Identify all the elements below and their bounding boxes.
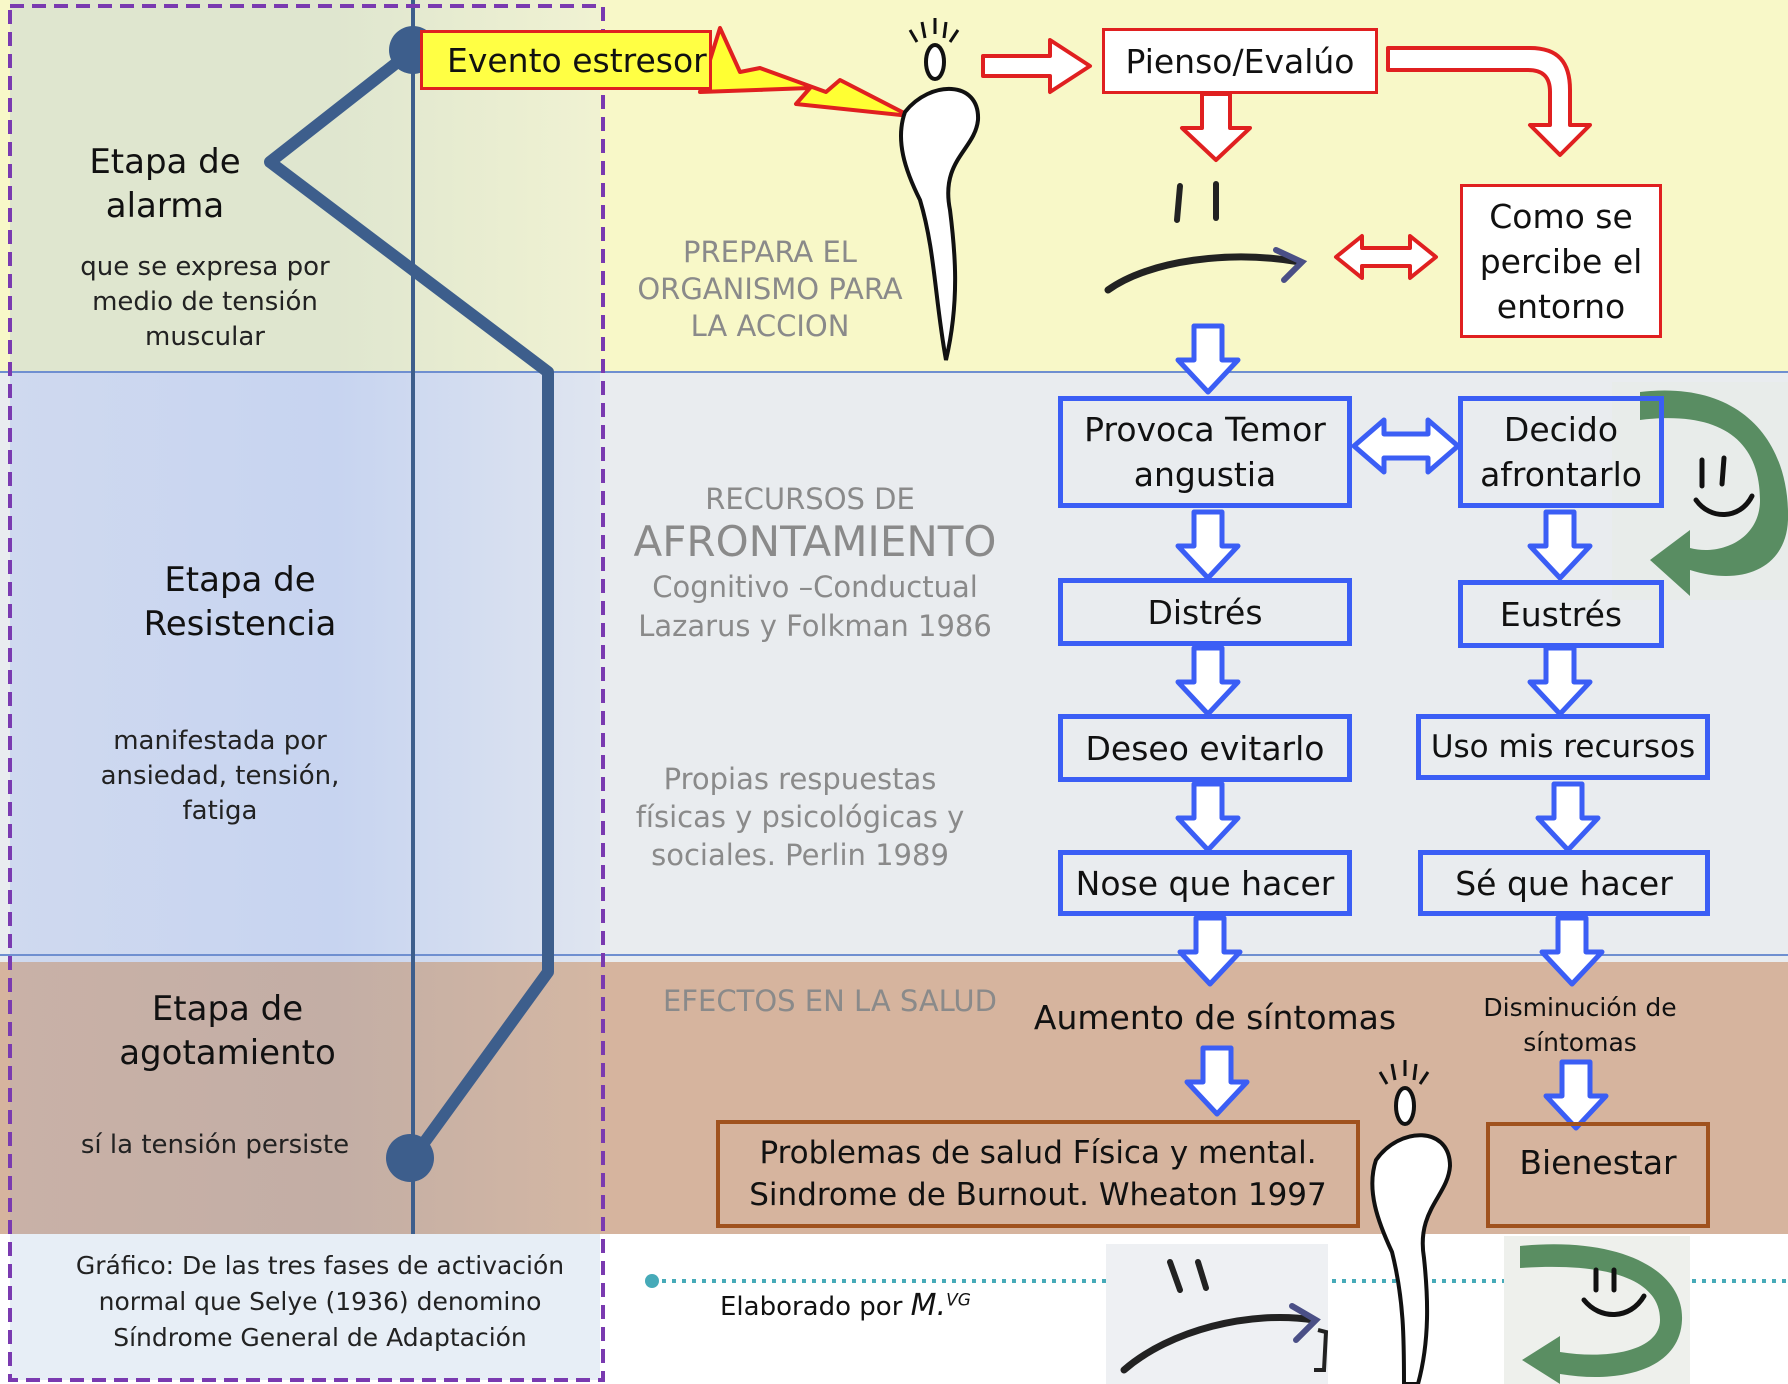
- resistance-stage-panel: [10, 372, 600, 962]
- efectos-note: EFECTOS EN LA SALUD: [663, 984, 997, 1018]
- sad-face-icon: [1104, 181, 1308, 294]
- double-arrow-icon: [1351, 417, 1461, 475]
- recursos-note: RECURSOS DE: [705, 482, 915, 516]
- down-arrow-icon: [1546, 1062, 1606, 1128]
- caption-panel: [10, 1234, 600, 1380]
- sad-face-icon: [1106, 1244, 1329, 1384]
- footer-dot: [645, 1274, 659, 1288]
- separator-line: [0, 371, 1788, 373]
- se-box: Sé que hacer: [1418, 850, 1710, 916]
- right-arrow-icon: [981, 38, 1092, 94]
- cognitivo-note: Cognitivo –Conductual: [652, 570, 978, 604]
- problemas-box: Problemas de salud Física y mental.Sindr…: [716, 1120, 1360, 1228]
- activation-curve: [264, 45, 554, 1162]
- author-credit: Elaborado por M.VG: [720, 1288, 971, 1323]
- down-arrow-icon: [1538, 784, 1598, 850]
- lightning-bolt-icon: [698, 26, 912, 118]
- end-dot: [386, 1134, 434, 1182]
- down-arrow-icon: [1180, 92, 1252, 162]
- down-arrow-icon: [1530, 648, 1590, 714]
- aumento-label: Aumento de síntomas: [1033, 998, 1397, 1037]
- separator-line: [0, 954, 1788, 956]
- bienestar-box: Bienestar: [1486, 1122, 1710, 1228]
- down-arrow-icon: [1178, 512, 1238, 578]
- figure-caption: Gráfico: De las tres fases de activación…: [75, 1251, 565, 1352]
- stages-dashed-frame: [8, 4, 605, 1382]
- pienso-box: Pienso/Evalúo: [1102, 28, 1378, 94]
- lazarus-note: Lazarus y Folkman 1986: [638, 609, 992, 643]
- happy-face-icon: [1504, 1236, 1690, 1384]
- exhaustion-stage-panel: [10, 962, 600, 1234]
- down-arrow-icon: [1542, 918, 1602, 984]
- down-arrow-icon: [1178, 326, 1238, 392]
- down-arrow-icon: [1178, 648, 1238, 714]
- exhaustion-stage-description: sí la tensión persiste: [80, 1130, 350, 1160]
- stick-figure-icon: [1370, 1060, 1453, 1384]
- deseo-box: Deseo evitarlo: [1058, 714, 1352, 782]
- curved-arrow-icon: [1386, 46, 1592, 157]
- down-arrow-icon: [1187, 1048, 1247, 1114]
- happy-face-icon: [1612, 382, 1788, 600]
- stick-figure-icon: [898, 18, 981, 361]
- down-arrow-icon: [1180, 918, 1240, 984]
- afrontamiento-note: AFRONTAMIENTO: [633, 517, 997, 566]
- eustres-box: Eustrés: [1458, 580, 1664, 648]
- down-arrow-icon: [1178, 784, 1238, 850]
- nose-box: Nose que hacer: [1058, 850, 1352, 916]
- stress-event-label: Evento estresor: [420, 30, 712, 90]
- down-arrow-icon: [1530, 512, 1590, 578]
- distres-box: Distrés: [1058, 578, 1352, 646]
- double-arrow-icon: [1334, 234, 1438, 280]
- uso-box: Uso mis recursos: [1416, 714, 1710, 780]
